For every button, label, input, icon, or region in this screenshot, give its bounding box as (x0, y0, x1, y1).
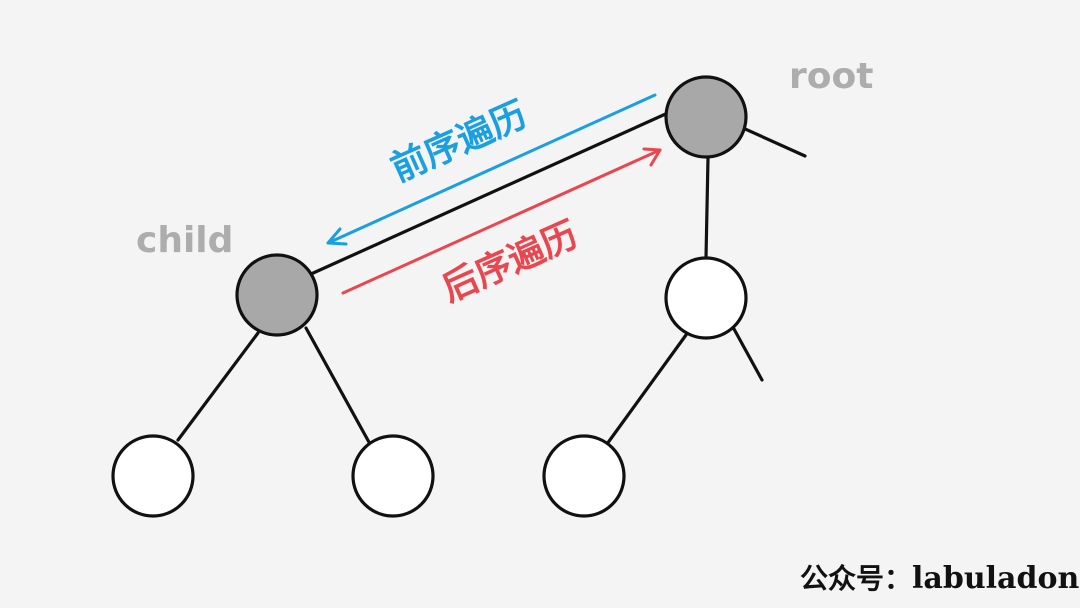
child-node (235, 253, 319, 337)
edge-lower-left (605, 333, 688, 446)
preorder-label: 前序遍历 (385, 94, 533, 190)
tree-node (664, 256, 748, 340)
tree-node (351, 434, 435, 518)
edge-lower-right-stub (732, 327, 764, 382)
watermark-name: labuladong (912, 561, 1080, 596)
edge-root-child (309, 110, 672, 276)
root-label: root (789, 56, 873, 97)
edge-root-right-stub (741, 126, 807, 158)
root-node (664, 75, 748, 159)
watermark-prefix: 公众号： (800, 562, 912, 595)
postorder-arrow (341, 148, 662, 295)
preorder-arrowhead (326, 227, 348, 246)
postorder-label: 后序遍历 (436, 214, 584, 310)
edge-root-lower (704, 156, 710, 260)
edge-child-left (176, 331, 260, 442)
preorder-arrow (326, 93, 657, 245)
child-label: child (136, 220, 233, 261)
tree-node (542, 434, 626, 518)
watermark: 公众号：labuladong (800, 561, 1080, 596)
postorder-arrowhead (642, 147, 662, 167)
edge-child-right (304, 326, 372, 446)
tree-node (111, 434, 195, 518)
